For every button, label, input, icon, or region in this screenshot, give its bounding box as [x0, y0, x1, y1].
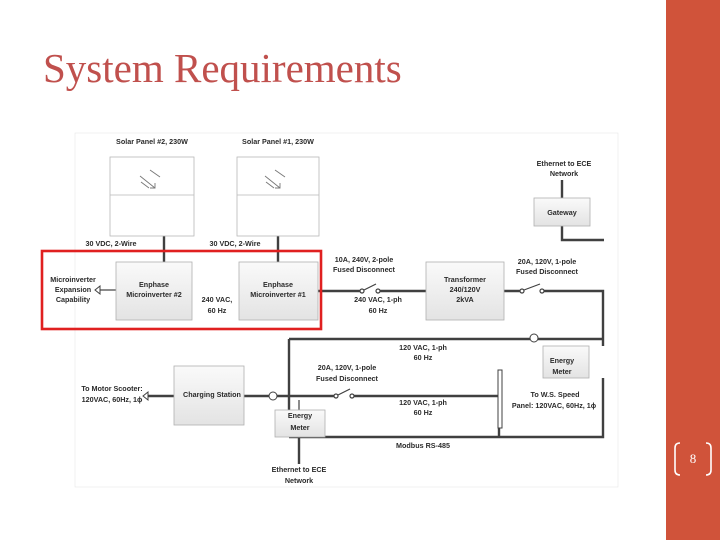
label-disconnect-2: Fused Disconnect [516, 267, 579, 276]
energy-meter-left-box [274, 409, 326, 438]
wire-modbus [289, 378, 605, 439]
energy-meter-right-box [542, 345, 590, 379]
label-motor-scooter: To Motor Scooter: [81, 384, 142, 393]
bracket-icon [674, 442, 712, 476]
label-disconnect-1: Fused Disconnect [333, 265, 396, 274]
label-ethernet-bottom: Network [285, 476, 313, 485]
wire-disc2-out [542, 289, 605, 346]
transformer-box [425, 261, 505, 321]
sun-icon [139, 169, 161, 189]
switch-1-terminal-a [359, 288, 365, 294]
switch-2-blade [523, 283, 541, 291]
label-enphase-2: Microinverter #2 [126, 290, 182, 299]
switch-icons [333, 283, 545, 399]
label-enphase-2: Enphase [139, 280, 169, 289]
label-disconnect-3: 20A, 120V, 1-pole [318, 363, 376, 372]
label-disconnect-3: Fused Disconnect [316, 374, 379, 383]
solar-panel-1 [236, 156, 320, 237]
switch-3-terminal-a [333, 393, 339, 399]
wires [148, 180, 605, 464]
plug-left-icon [142, 390, 149, 402]
microinverter-highlight [40, 249, 323, 331]
label-transformer: 2kVA [456, 295, 473, 304]
label-energy-meter-right: Meter [552, 367, 571, 376]
label-charging-station: Charging Station [183, 390, 241, 399]
microinverter-2-box [115, 261, 193, 321]
plug-right-icon [497, 369, 503, 429]
label-ethernet-bottom: Ethernet to ECE [272, 465, 327, 474]
solar-panel-2 [109, 156, 195, 237]
label-microinverter-expansion: Microinverter [50, 275, 96, 284]
meter-left-icon [268, 391, 278, 401]
label-120vac-a: 60 Hz [414, 353, 433, 362]
wire-gateway-down [560, 226, 604, 242]
switch-1-blade [363, 283, 377, 291]
switch-2-terminal-b [539, 288, 545, 294]
label-solar-panel-2: Solar Panel #2, 230W [116, 137, 188, 146]
gateway-box [533, 197, 591, 227]
label-240vac-1ph: 240 VAC, 1-ph [354, 295, 402, 304]
charging-station-box [173, 365, 245, 426]
label-microinverter-expansion: Expansion [55, 285, 91, 294]
label-modbus: Modbus RS-485 [396, 441, 450, 450]
switch-3-blade [337, 388, 351, 396]
label-ethernet-top: Network [550, 169, 578, 178]
label-enphase-1: Enphase [263, 280, 293, 289]
label-disconnect-2: 20A, 120V, 1-pole [518, 257, 576, 266]
sun-icon [264, 169, 286, 189]
label-ws-speed-panel: To W.S. Speed [531, 390, 580, 399]
label-120vac-a: 120 VAC, 1-ph [399, 343, 447, 352]
slide-title: System Requirements [43, 45, 402, 91]
label-transformer: 240/120V [450, 285, 481, 294]
plug-exp-icon [94, 284, 101, 296]
switch-1-terminal-b [375, 288, 381, 294]
label-vdc-right: 30 VDC, 2-Wire [209, 239, 260, 248]
label-solar-panel-1: Solar Panel #1, 230W [242, 137, 314, 146]
meter-right-icon [529, 333, 539, 343]
label-gateway: Gateway [547, 208, 577, 217]
label-energy-meter-left: Meter [290, 423, 309, 432]
page-number: 8 [689, 451, 697, 466]
label-disconnect-1: 10A, 240V, 2-pole [335, 255, 393, 264]
label-enphase-1: Microinverter #1 [250, 290, 306, 299]
label-240vac: 240 VAC, [202, 295, 233, 304]
label-120vac-b: 60 Hz [414, 408, 433, 417]
label-120vac-b: 120 VAC, 1-ph [399, 398, 447, 407]
label-ethernet-top: Ethernet to ECE [537, 159, 592, 168]
label-240vac-1ph: 60 Hz [369, 306, 388, 315]
switch-2-terminal-a [519, 288, 525, 294]
label-vdc-left: 30 VDC, 2-Wire [85, 239, 136, 248]
label-motor-scooter: 120VAC, 60Hz, 1ϕ [82, 395, 143, 404]
label-ws-speed-panel: Panel: 120VAC, 60Hz, 1ϕ [512, 401, 597, 410]
label-energy-meter-right: Energy [550, 356, 574, 365]
microinverter-1-box [238, 261, 319, 321]
label-energy-meter-left: Energy [288, 411, 312, 420]
label-240vac: 60 Hz [208, 306, 227, 315]
switch-3-terminal-b [349, 393, 355, 399]
label-microinverter-expansion: Capability [56, 295, 90, 304]
page-number-badge: 8 [671, 441, 715, 477]
label-transformer: Transformer [444, 275, 486, 284]
